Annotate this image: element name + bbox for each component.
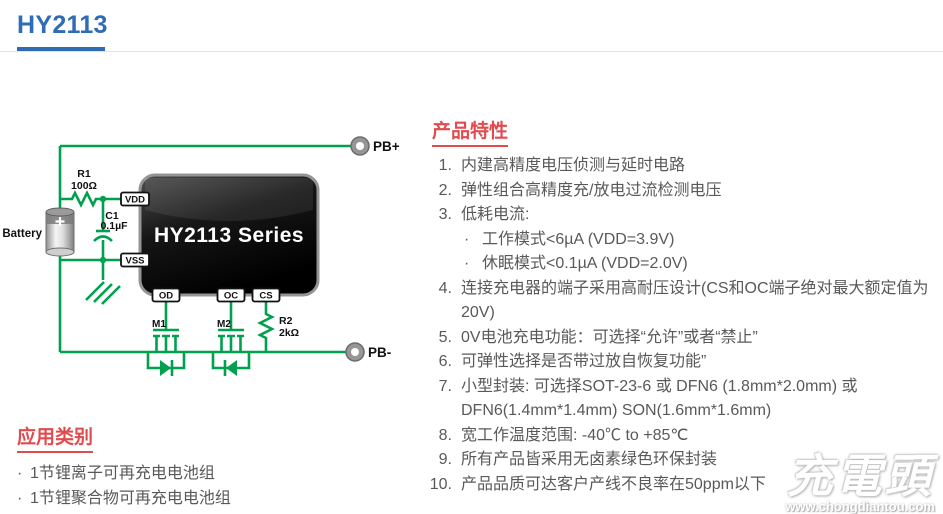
application-item: · 1节锂聚合物可再充电电池组 <box>17 486 231 511</box>
feature-item: 5. 0V电池充电功能：可选择“允许”或者“禁止” <box>438 328 758 346</box>
m1-label: M1 <box>152 319 166 330</box>
application-item: · 1节锂离子可再充电电池组 <box>17 461 231 486</box>
pin-cs: CS <box>259 291 272 302</box>
feature-item: 4. 连接充电器的端子采用高耐压设计(CS和OC端子绝对最大额定值为20V) <box>438 279 929 322</box>
bullet-icon: · <box>17 465 23 482</box>
pb-minus-terminal: PB- <box>345 342 391 362</box>
watermark-url: www.chongdiantou.com <box>785 499 935 514</box>
m2-label: M2 <box>217 319 231 330</box>
junction-dot <box>99 195 107 203</box>
pin-vdd: VDD <box>125 195 145 206</box>
feature-item: 2. 弹性组合高精度充/放电过流检测电压 <box>438 181 722 199</box>
features-heading: 产品特性 <box>432 116 509 147</box>
page-title[interactable]: HY2113 <box>17 11 108 39</box>
m2-body-diode-icon <box>226 360 237 376</box>
application-circuit-diagram: Battery HY2113 Series VDD VSS OD OC CS R… <box>2 136 400 376</box>
feature-subitem: · 休眠模式<0.1µA (VDD=2.0V) <box>425 252 937 277</box>
feature-item: 10. 产品品质可达客户产线不良率在50ppm以下 <box>429 475 766 493</box>
feature-item: 6. 可弹性选择是否带过放自恢复功能” <box>438 353 707 370</box>
pb-minus-label: PB- <box>368 345 391 360</box>
chip-hy2113: HY2113 Series <box>138 173 320 297</box>
applications-list: · 1节锂离子可再充电电池组 · 1节锂聚合物可再充电电池组 <box>17 461 231 511</box>
feature-item: 1. 内建高精度电压侦测与延时电路 <box>438 157 686 174</box>
battery-label: Battery <box>2 228 42 240</box>
chip-pins: VDD VSS OD OC CS <box>120 191 281 303</box>
pin-oc: OC <box>224 291 238 302</box>
feature-item: 7. 小型封装: 可选择SOT-23-6 或 DFN6 (1.8mm*2.0mm… <box>438 377 858 420</box>
junction-dot <box>99 256 107 264</box>
header-divider <box>0 51 943 52</box>
c1-name: C1 <box>105 210 119 222</box>
title-underline-bar <box>17 47 105 52</box>
bullet-icon: · <box>464 255 470 272</box>
product-features-section: 产品特性 1. 内建高精度电压侦测与延时电路 2. 弹性组合高精度充/放电过流检… <box>425 112 937 497</box>
feature-item: 8. 宽工作温度范围: -40℃ to +85℃ <box>438 426 689 444</box>
c1-value: 0.1µF <box>100 220 128 232</box>
feature-subitem: · 工作模式<6µA (VDD=3.9V) <box>425 228 937 253</box>
pb-plus-terminal: PB+ <box>350 136 400 156</box>
features-list: 1. 内建高精度电压侦测与延时电路 2. 弹性组合高精度充/放电过流检测电压 3… <box>425 154 937 497</box>
r1-name: R1 <box>77 168 91 180</box>
circuit-wires <box>58 144 352 376</box>
battery-plus-icon <box>55 217 65 226</box>
chip-label: HY2113 Series <box>154 224 304 247</box>
feature-item: 9. 所有产品皆采用无卤素绿色环保封装 <box>438 451 718 468</box>
r1-value: 100Ω <box>71 180 97 192</box>
bullet-icon: · <box>17 490 23 507</box>
battery-symbol <box>45 207 75 257</box>
m1-body-diode-icon <box>160 360 171 376</box>
applications-heading: 应用类别 <box>17 422 94 453</box>
pin-od: OD <box>159 291 173 302</box>
bullet-icon: · <box>464 230 470 248</box>
feature-item: 3. 低耗电流: <box>438 206 530 223</box>
pin-vss: VSS <box>125 256 144 267</box>
r2-value: 2kΩ <box>279 327 299 339</box>
r2-name: R2 <box>279 315 293 327</box>
application-categories-section: 应用类别 · 1节锂离子可再充电电池组 · 1节锂聚合物可再充电电池组 <box>17 418 231 511</box>
pb-plus-label: PB+ <box>373 139 400 154</box>
